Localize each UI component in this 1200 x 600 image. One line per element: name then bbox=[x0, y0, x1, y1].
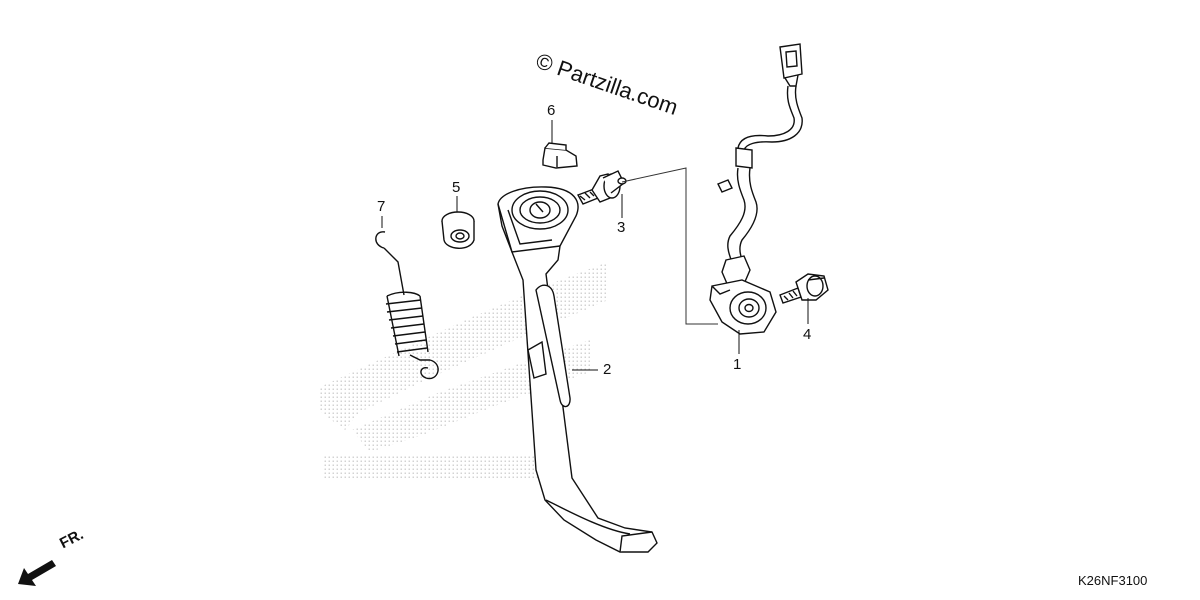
bolt-part-2 bbox=[779, 273, 829, 304]
front-direction-arrow-icon bbox=[18, 560, 56, 586]
callout-5: 5 bbox=[452, 179, 461, 196]
collar-part bbox=[441, 211, 475, 249]
callout-6: 6 bbox=[547, 102, 556, 119]
callout-2: 2 bbox=[603, 361, 612, 378]
assembly-line bbox=[621, 167, 718, 325]
diagram-code: K26NF3100 bbox=[1078, 573, 1148, 588]
leader-lines bbox=[381, 120, 809, 371]
callout-1: 1 bbox=[733, 356, 742, 373]
stopper-part bbox=[542, 142, 578, 169]
bolt-part bbox=[576, 170, 627, 205]
callout-4: 4 bbox=[803, 326, 812, 343]
side-stand-switch-part bbox=[709, 43, 803, 335]
spring-part bbox=[375, 231, 439, 380]
callout-7: 7 bbox=[377, 198, 386, 215]
side-stand-part bbox=[497, 186, 658, 553]
callout-3: 3 bbox=[617, 219, 626, 236]
